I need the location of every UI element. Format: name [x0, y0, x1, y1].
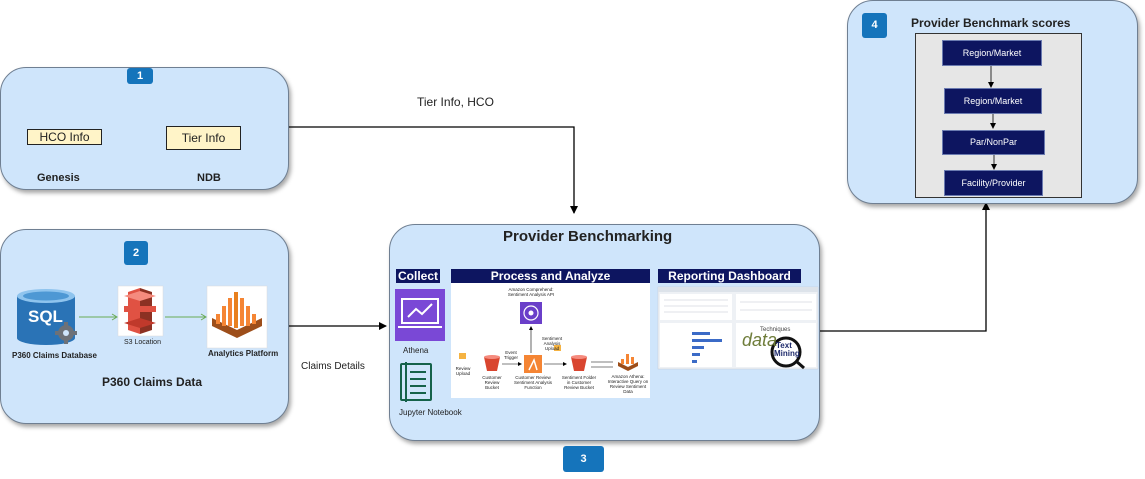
s3-location-label: S3 Location — [124, 339, 161, 346]
score-item-region-market-2: Region/Market — [944, 88, 1042, 114]
review-upload-label: Review Upload — [455, 366, 471, 376]
athena-query-icon — [618, 354, 638, 371]
notebook-icon — [400, 362, 432, 402]
sentiment-folder-label: Sentiment Folder in Customer Review Buck… — [561, 375, 597, 390]
gear-icon — [55, 322, 77, 344]
tier-hco-label: Tier Info, HCO — [417, 95, 494, 109]
upload-lock-icon-1 — [459, 353, 466, 359]
analytics-platform-icon — [206, 285, 268, 349]
lambda-icon — [524, 355, 542, 373]
step-badge-4: 4 — [862, 13, 887, 38]
collect-header: Collect — [396, 269, 440, 283]
sentiment-function-label: Customer Review Sentiment Analysis Funct… — [513, 375, 553, 390]
step-badge-1: 1 — [127, 68, 153, 84]
sentiment-upload-label: Sentiment Analysis Upload — [541, 336, 563, 351]
analytics-platform-label: Analytics Platform — [208, 349, 279, 358]
process-diagram-area — [451, 283, 650, 398]
arrow-panel1-to-benchmarking — [289, 126, 578, 214]
review-bucket-label: Customer Review Bucket — [482, 375, 502, 390]
claims-database-label: P360 Claims Database — [12, 351, 97, 360]
event-trigger-label: Event Trigger — [503, 350, 519, 360]
arrow-benchmarking-to-scores — [820, 202, 990, 332]
upload-lock-icon-2 — [554, 345, 561, 351]
cloud-word-text: Text — [776, 341, 792, 350]
comprehend-api-label: Amazon Comprehend: Sentiment Analysis AP… — [507, 287, 555, 297]
process-analyze-header: Process and Analyze — [451, 269, 650, 283]
sql-text: SQL — [28, 307, 63, 326]
hco-info-box: HCO Info — [27, 129, 102, 145]
athena-label: Athena — [403, 346, 429, 355]
score-item-par-nonpar: Par/NonPar — [942, 130, 1045, 155]
step-badge-3: 3 — [563, 446, 604, 472]
step-badge-2: 2 — [124, 241, 148, 265]
claims-data-title: P360 Claims Data — [102, 375, 203, 389]
score-item-facility-provider: Facility/Provider — [944, 170, 1043, 196]
comprehend-icon — [520, 302, 542, 324]
reporting-dashboard-header: Reporting Dashboard — [658, 269, 801, 283]
cloud-word-mining: Mining — [774, 349, 800, 358]
score-item-region-market-1: Region/Market — [942, 40, 1042, 66]
s3-bucket-icon — [117, 285, 164, 337]
athena-icon — [395, 289, 445, 341]
tier-info-box: Tier Info — [166, 126, 241, 150]
jupyter-label: Jupyter Notebook — [399, 408, 462, 417]
benchmark-scores-title: Provider Benchmark scores — [911, 16, 1071, 30]
athena-query-label: Amazon Athena: Interactive Query on Revi… — [607, 374, 649, 394]
genesis-label: Genesis — [37, 172, 80, 184]
cloud-word-techniques: Techniques — [760, 327, 791, 333]
ndb-label: NDB — [197, 172, 221, 184]
cloud-word-data: data — [742, 330, 778, 350]
magnifier-icon — [770, 336, 805, 370]
review-bucket-icon — [484, 355, 500, 371]
benchmarking-title: Provider Benchmarking — [503, 228, 673, 245]
sentiment-bucket-icon — [571, 355, 587, 371]
claims-details-label: Claims Details — [301, 361, 365, 372]
